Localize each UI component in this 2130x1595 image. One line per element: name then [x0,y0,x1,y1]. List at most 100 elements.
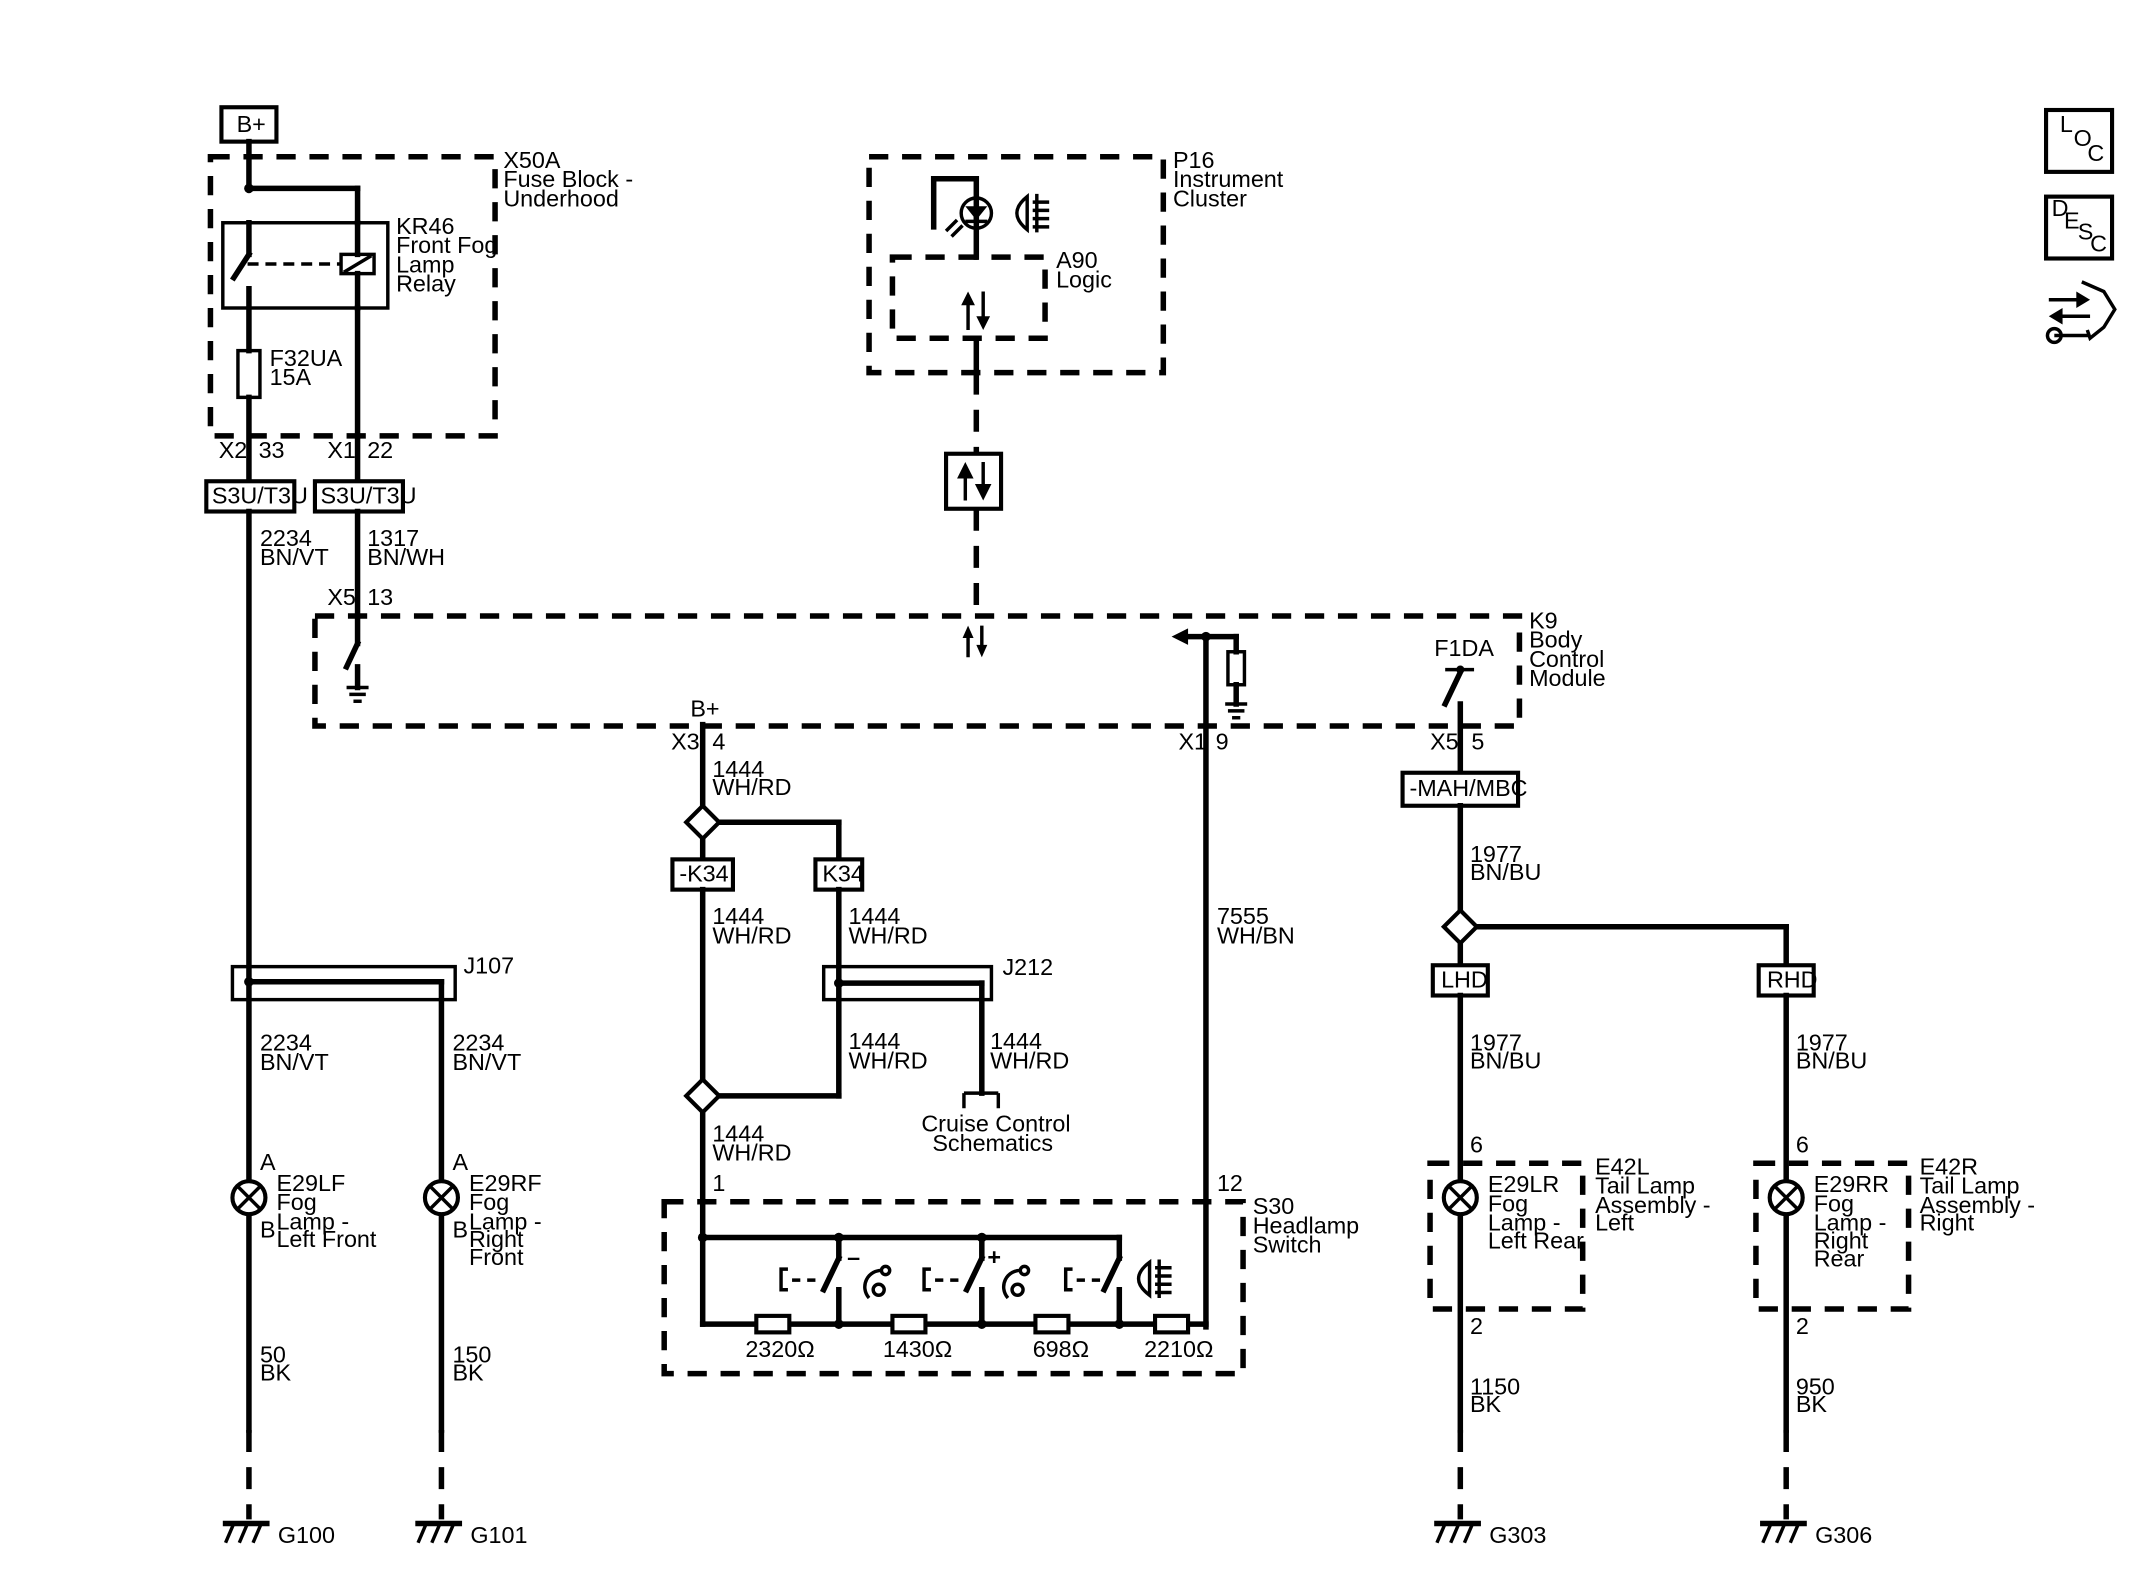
svg-text:6: 6 [1470,1131,1483,1157]
svg-text:Schematics: Schematics [932,1130,1053,1156]
j212-label: J212 [1002,954,1053,980]
svg-text:G100: G100 [278,1522,335,1548]
svg-text:G303: G303 [1489,1522,1546,1548]
svg-text:E29LR: E29LR [1488,1171,1559,1197]
svg-text:C: C [2090,231,2107,257]
svg-text:Lamp: Lamp [396,251,454,277]
svg-text:Fuse Block -: Fuse Block - [503,166,633,192]
svg-text:Lamp -: Lamp - [1814,1210,1887,1236]
fuse-block-x50a [207,154,498,439]
svg-text:B: B [260,1217,276,1243]
location-button[interactable]: L O C [2044,107,2115,174]
connector-wrench-icon[interactable] [2045,280,2117,345]
svg-text:950: 950 [1796,1373,1835,1399]
resistor-1 [754,1313,792,1335]
svg-text:X5: X5 [327,584,356,610]
k9-label: K9 Body Control Module [1529,607,1606,691]
svg-text:2: 2 [1470,1313,1483,1339]
svg-text:Cluster: Cluster [1173,185,1247,211]
switch-fog-lamp-icon [1136,1258,1172,1299]
dimmer-minus-icon [863,1264,892,1300]
svg-text:D: D [2052,195,2069,221]
svg-text:Module: Module [1529,665,1606,691]
f32ua-label: F32UA 15A [270,345,343,390]
svg-text:4: 4 [712,728,725,754]
dimmer-plus-icon [1001,1264,1031,1300]
pin-22: 22 [367,437,393,463]
svg-text:Logic: Logic [1056,266,1112,292]
description-button[interactable]: D E S C [2044,194,2115,261]
svg-text:BK: BK [452,1360,484,1386]
svg-text:1977: 1977 [1470,841,1522,867]
svg-text:1977: 1977 [1470,1030,1522,1056]
svg-text:BN/VT: BN/VT [260,544,329,570]
svg-text:1444: 1444 [712,903,764,929]
option-branch-diamond-bottom [683,1076,723,1116]
svg-text:S3U/T3U: S3U/T3U [212,482,308,508]
svg-text:RHD: RHD [1767,966,1818,992]
svg-text:1444: 1444 [990,1028,1042,1054]
svg-text:Left: Left [1595,1210,1634,1236]
pin-33: 33 [259,437,285,463]
fog-lamp-right-rear-icon [1767,1179,1805,1217]
svg-text:Cruise Control: Cruise Control [921,1111,1070,1137]
svg-text:6: 6 [1796,1131,1809,1157]
fog-lamp-left-front-icon [230,1179,268,1217]
svg-text:-MAH/MBC: -MAH/MBC [1409,775,1527,801]
connector-x2: X2 [219,437,248,463]
svg-text:1977: 1977 [1796,1030,1848,1056]
svg-text:Front Fog: Front Fog [396,232,497,258]
svg-text:Rear: Rear [1814,1245,1865,1271]
svg-text:Right: Right [1920,1210,1975,1236]
option-branch-diamond-top [683,802,723,842]
svg-text:Fog: Fog [1488,1190,1528,1216]
cruise-control-link[interactable]: Cruise Control Schematics [921,1111,1070,1156]
body-control-module-k9 [312,613,1523,729]
svg-text:WH/RD: WH/RD [712,774,791,800]
svg-text:Left Front: Left Front [276,1226,376,1252]
svg-text:K34: K34 [822,860,864,886]
x50a-label: X50A Fuse Block - Underhood [503,147,633,211]
svg-text:Instrument: Instrument [1173,166,1284,192]
svg-text:X1: X1 [1178,728,1207,754]
svg-text:Right: Right [1814,1228,1869,1254]
ground-symbol-bcm-1 [346,685,369,703]
svg-text:Headlamp: Headlamp [1253,1212,1359,1238]
svg-text:Assembly -: Assembly - [1595,1192,1711,1218]
svg-text:7555: 7555 [1217,903,1269,929]
a90-label: A90 Logic [1056,247,1112,292]
j107-label: J107 [463,953,514,979]
svg-text:P16: P16 [1173,147,1215,173]
svg-text:12: 12 [1217,1170,1243,1196]
svg-text:Tail Lamp: Tail Lamp [1920,1173,2020,1199]
svg-text:Fog: Fog [276,1189,316,1215]
svg-text:15A: 15A [270,364,312,390]
headlamp-switch-s30 [661,1199,1246,1377]
svg-text:S3U/T3U: S3U/T3U [320,482,416,508]
svg-text:BN/VT: BN/VT [260,1049,329,1075]
svg-text:E42R: E42R [1920,1153,1978,1179]
option-k34 [813,857,865,892]
svg-text:1444: 1444 [848,1028,900,1054]
svg-text:S: S [2078,218,2094,244]
svg-text:150: 150 [452,1342,491,1368]
svg-text:E29LF: E29LF [276,1170,345,1196]
svg-text:WH/RD: WH/RD [990,1047,1069,1073]
svg-text:BN/VT: BN/VT [452,1049,521,1075]
svg-text:BN/BU: BN/BU [1796,1047,1867,1073]
fog-lamp-left-rear-icon [1441,1179,1479,1217]
svg-text:E: E [2064,207,2080,233]
p16-label: P16 Instrument Cluster [1173,147,1284,211]
svg-text:K9: K9 [1529,607,1558,633]
svg-text:Tail Lamp: Tail Lamp [1595,1173,1695,1199]
svg-text:X3: X3 [671,728,700,754]
svg-text:1444: 1444 [712,1120,764,1146]
svg-text:WH/RD: WH/RD [712,1140,791,1166]
svg-text:Fog: Fog [1814,1190,1854,1216]
svg-text:BK: BK [1470,1391,1502,1417]
svg-text:F32UA: F32UA [270,345,343,371]
svg-text:WH/RD: WH/RD [848,1047,927,1073]
input-arrow-icon [1171,628,1189,645]
svg-text:2234: 2234 [260,525,312,551]
ground-g306: G306 [1760,1520,1872,1548]
